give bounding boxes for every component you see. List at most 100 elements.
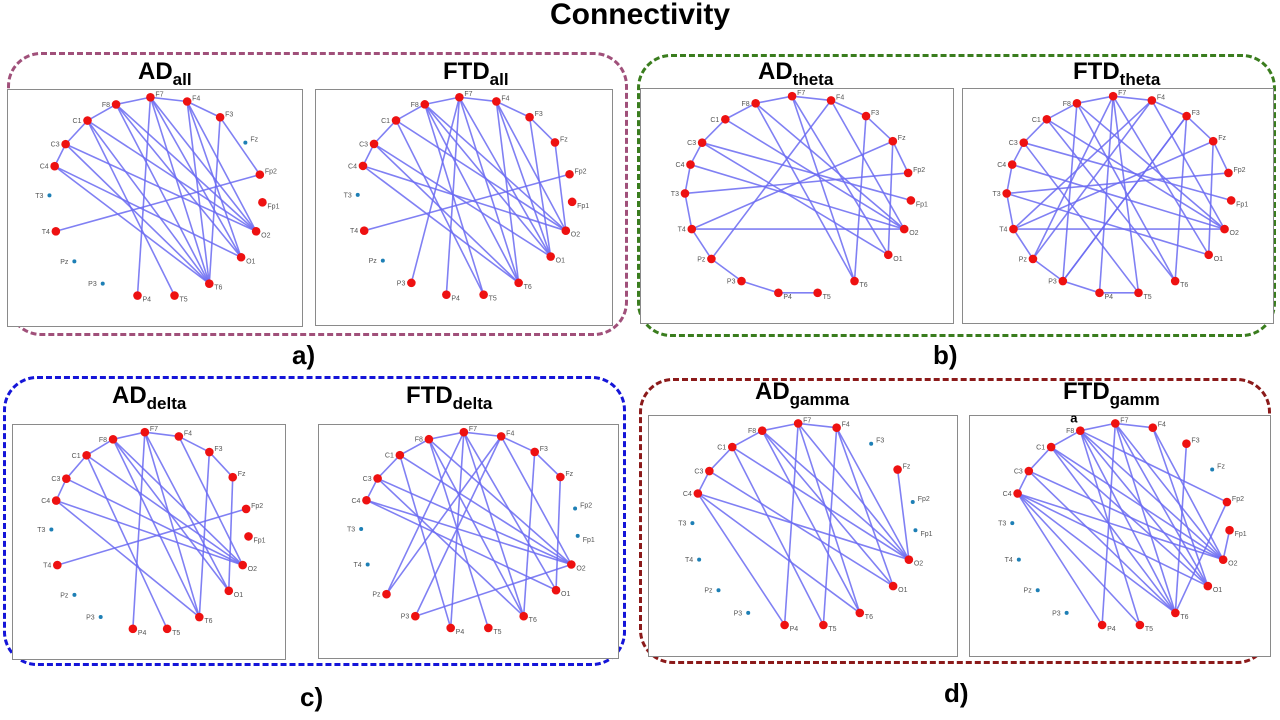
connectivity-edge xyxy=(1079,430,1177,614)
connectivity-edge xyxy=(1174,115,1188,282)
electrode-node xyxy=(687,224,697,234)
connectivity-edge xyxy=(1114,423,1209,587)
connectivity-edge xyxy=(54,165,210,285)
connectivity-edge xyxy=(1101,423,1117,626)
panel-title-condition: FTD xyxy=(1073,58,1120,85)
connectivity-edge xyxy=(112,438,244,566)
electrode-label: T4 xyxy=(685,557,693,564)
connectivity-edge xyxy=(1114,423,1177,614)
electrode-node xyxy=(162,624,172,634)
connectivity-edge xyxy=(424,103,567,232)
electrode-label: F4 xyxy=(1157,94,1165,101)
connectivity-edge xyxy=(731,429,763,448)
electrode-node xyxy=(899,224,909,234)
connectivity-edge xyxy=(1207,141,1214,255)
connectivity-edge xyxy=(463,431,557,591)
electrode-label: F8 xyxy=(1063,101,1071,108)
electrode-label: T3 xyxy=(344,192,352,199)
electrode-node xyxy=(228,472,238,482)
connectivity-edge xyxy=(65,119,89,145)
electrode-node xyxy=(1204,250,1214,260)
connectivity-edge xyxy=(1023,118,1048,144)
electrode-node xyxy=(913,528,918,533)
electrode-label: T3 xyxy=(998,521,1006,528)
electrode-node xyxy=(780,620,789,630)
electrode-label: C1 xyxy=(72,453,81,460)
connectivity-edge xyxy=(178,435,210,453)
electrode-node xyxy=(819,620,828,630)
connectivity-edge xyxy=(1046,118,1176,282)
electrode-label: O2 xyxy=(914,561,923,568)
electrode-node xyxy=(53,560,62,570)
electrode-label: P3 xyxy=(727,279,736,286)
electrode-node xyxy=(1016,557,1021,562)
connectivity-edge xyxy=(198,451,211,618)
electrode-node xyxy=(204,279,214,288)
electrode-node xyxy=(380,258,385,263)
electrode-node xyxy=(751,98,760,108)
electrode-label: C3 xyxy=(51,476,60,483)
electrode-node xyxy=(244,532,253,541)
connectivity-edge xyxy=(1076,95,1114,105)
electrode-label: Fz xyxy=(250,137,258,144)
connectivity-edge xyxy=(227,477,234,591)
electrode-label: O2 xyxy=(248,566,257,573)
electrode-label: C3 xyxy=(694,469,703,476)
electrode-label: P4 xyxy=(456,629,465,636)
electrode-node xyxy=(826,96,836,105)
electrode-label: Pz xyxy=(60,259,69,266)
electrode-node xyxy=(255,170,265,179)
electrode-label: P4 xyxy=(1107,626,1116,633)
electrode-node xyxy=(546,252,555,261)
electrode-label: O1 xyxy=(234,592,243,599)
connectivity-edge xyxy=(377,477,572,566)
panel-group-letter: d) xyxy=(944,678,969,708)
electrode-label: P3 xyxy=(734,610,743,617)
electrode-label: Pz xyxy=(697,256,706,263)
electrode-label: Fp2 xyxy=(265,169,277,176)
electrode-label: F3 xyxy=(540,446,548,453)
connectivity-edge xyxy=(399,438,430,456)
connectivity-edge xyxy=(865,115,894,142)
electrode-label: C1 xyxy=(73,118,82,125)
electrode-node xyxy=(373,474,382,483)
electrode-node xyxy=(1075,426,1085,435)
electrode-label: T5 xyxy=(828,626,836,633)
electrode-label: F4 xyxy=(192,96,200,103)
electrode-label: T6 xyxy=(1180,282,1188,289)
electrode-node xyxy=(757,426,767,435)
electrode-label: F7 xyxy=(150,426,158,433)
electrode-label: F7 xyxy=(469,426,477,433)
electrode-label: F8 xyxy=(415,437,423,444)
connectivity-edge xyxy=(373,119,397,145)
panel-title-band: all xyxy=(172,70,192,89)
electrode-node xyxy=(459,427,469,437)
connectivity-edge xyxy=(112,438,201,618)
connectivity-edge xyxy=(731,446,910,561)
electrode-label: T3 xyxy=(993,191,1001,198)
electrode-node xyxy=(567,197,577,207)
panel-title-condition: FTD xyxy=(1063,378,1110,405)
electrode-node xyxy=(411,611,420,621)
connectivity-edge xyxy=(528,117,552,257)
connectivity-edge xyxy=(783,423,799,626)
electrode-node xyxy=(238,560,247,570)
connectivity-edge xyxy=(399,454,572,566)
connectivity-edge xyxy=(385,431,465,595)
panel-title: ADdelta xyxy=(112,382,186,414)
electrode-label: O1 xyxy=(1214,256,1223,263)
connectivity-edge xyxy=(1152,427,1209,587)
electrode-node xyxy=(737,276,746,286)
connectivity-edge xyxy=(710,258,742,282)
electrode-label: F3 xyxy=(535,111,543,118)
electrode-node xyxy=(774,288,783,298)
electrode-node xyxy=(705,466,714,476)
electrode-label: T4 xyxy=(43,563,51,570)
electrode-node xyxy=(1147,96,1157,105)
electrode-node xyxy=(455,92,464,102)
electrode-node xyxy=(1035,588,1040,593)
connectivity-edge xyxy=(1050,446,1224,561)
connectivity-edge xyxy=(754,102,856,282)
